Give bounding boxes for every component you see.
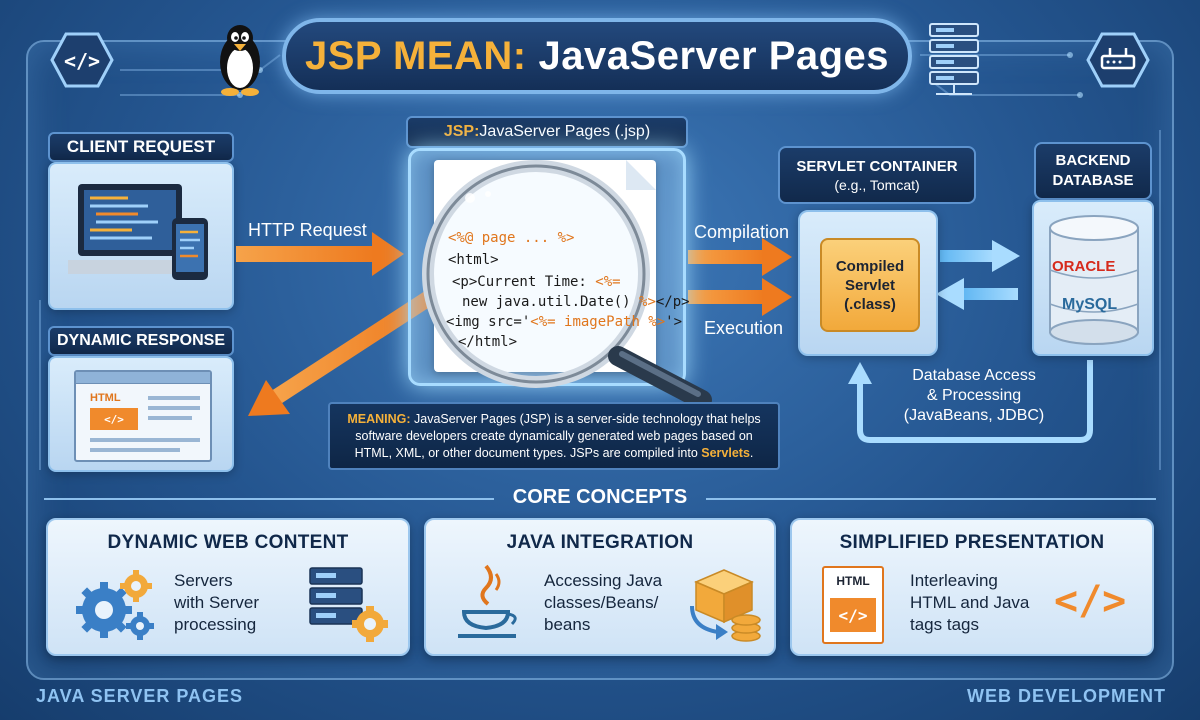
page-title: JSP MEAN: JavaServer Pages bbox=[282, 18, 912, 94]
title-javaserver-pages: JavaServer Pages bbox=[538, 33, 890, 78]
html-file-icon: HTML </> bbox=[822, 566, 884, 644]
laptop-phone-icon bbox=[68, 184, 208, 280]
code-line-6: </html> bbox=[458, 334, 518, 350]
backend-database-panel: ORACLE MySQL bbox=[1032, 200, 1154, 356]
browser-titlebar bbox=[76, 372, 210, 384]
code-brackets-icon: </> bbox=[50, 32, 114, 88]
code-brackets-icon: </> bbox=[1054, 578, 1127, 624]
http-request-text: HTTP Request bbox=[248, 220, 367, 240]
server-rack-icon bbox=[929, 23, 979, 95]
oracle-logo: ORACLE bbox=[1052, 258, 1116, 275]
footer-left-text: JAVA SERVER PAGES bbox=[36, 686, 244, 706]
jsp-label: JSP: JavaServer Pages (.jsp) bbox=[406, 116, 688, 148]
browser-window: HTML </> bbox=[74, 370, 212, 462]
dynamic-response-panel: HTML </> bbox=[48, 356, 234, 472]
code-line-1: <%@ page ... %> bbox=[448, 230, 575, 246]
beans-package-icon bbox=[690, 569, 761, 642]
card-text: Servers with Server processing bbox=[174, 571, 260, 634]
core-concepts-divider-right bbox=[706, 498, 1156, 500]
gears-icon bbox=[76, 570, 154, 640]
compiled-servlet-box: Compiled Servlet (.class) bbox=[820, 238, 920, 332]
core-concepts-title: CORE CONCEPTS bbox=[512, 486, 688, 508]
dynamic-response-label: DYNAMIC RESPONSE bbox=[48, 326, 234, 356]
concept-card-java-integration: JAVA INTEGRATION Accessing Java classes/… bbox=[424, 518, 776, 656]
code-line-3: <p>Current Time: <%= bbox=[452, 274, 621, 290]
code-line-5: <img src='<%= imagePath %>'> bbox=[446, 314, 683, 330]
svg-text:</>: </> bbox=[64, 49, 100, 73]
compilation-text: Compilation bbox=[694, 222, 790, 242]
card-title: DYNAMIC WEB CONTENT bbox=[107, 532, 349, 553]
code-line-4: new java.util.Date() %></p> bbox=[462, 294, 690, 310]
servlet-container-panel: Compiled Servlet (.class) bbox=[798, 210, 938, 356]
code-line-2: <html> bbox=[448, 252, 499, 268]
core-concepts-divider-left bbox=[44, 498, 494, 500]
card-text: Interleaving HTML and Java tags tags bbox=[910, 571, 1030, 634]
card-title: JAVA INTEGRATION bbox=[506, 532, 694, 553]
concept-card-simplified-presentation: SIMPLIFIED PRESENTATION HTML </> Interle… bbox=[790, 518, 1154, 656]
servlet-container-label: SERVLET CONTAINER (e.g., Tomcat) bbox=[778, 146, 976, 204]
backend-database-label: BACKEND DATABASE bbox=[1034, 142, 1152, 200]
penguin-icon bbox=[220, 25, 260, 96]
response-code-block: </> bbox=[90, 408, 138, 430]
java-coffee-icon bbox=[458, 564, 517, 638]
card-title: SIMPLIFIED PRESENTATION bbox=[839, 532, 1105, 553]
concept-card-dynamic-web-content: DYNAMIC WEB CONTENT Servers with Server … bbox=[46, 518, 410, 656]
execution-text: Execution bbox=[704, 318, 784, 338]
footer-right-text: WEB DEVELOPMENT bbox=[966, 686, 1166, 706]
mysql-logo: MySQL bbox=[1062, 296, 1118, 313]
magnifying-glass-icon bbox=[422, 160, 712, 410]
network-switch-icon bbox=[1086, 32, 1150, 88]
database-cylinder-icon bbox=[1049, 215, 1139, 345]
meaning-description: MEANING: JavaServer Pages (JSP) is a ser… bbox=[328, 402, 780, 470]
title-jsp-mean: JSP MEAN: bbox=[304, 33, 527, 78]
server-gear-icon bbox=[309, 567, 388, 642]
response-html-label: HTML bbox=[90, 392, 121, 404]
client-request-label: CLIENT REQUEST bbox=[48, 132, 234, 162]
database-access-text: Database Access & Processing (JavaBeans,… bbox=[903, 367, 1045, 424]
card-text: Accessing Java classes/Beans/ beans bbox=[544, 571, 663, 634]
client-request-panel bbox=[48, 162, 234, 310]
